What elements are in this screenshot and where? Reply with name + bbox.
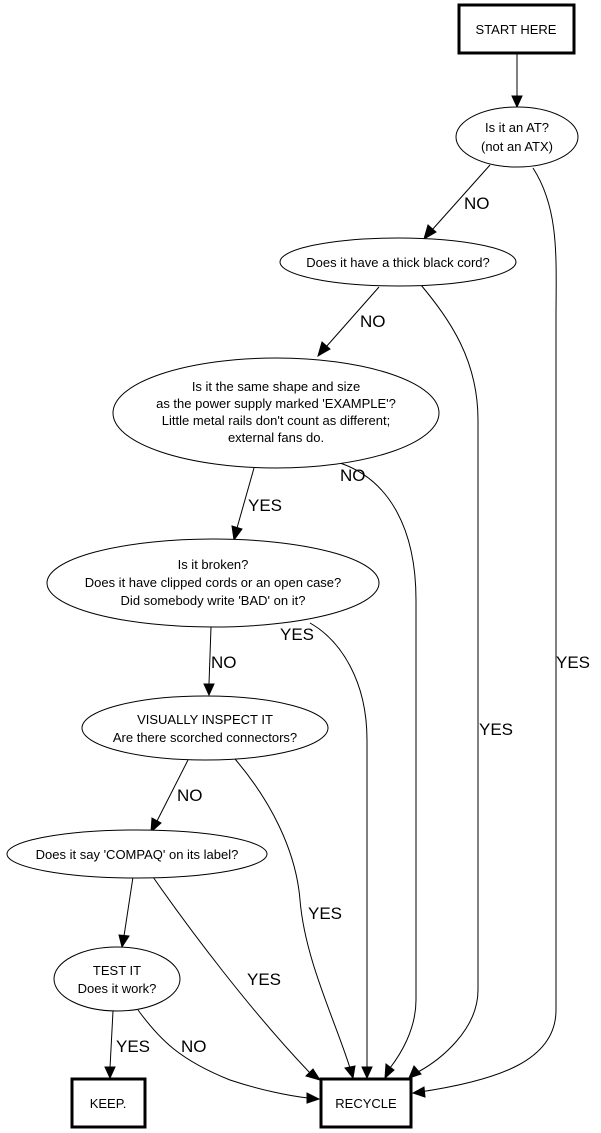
node-test-it-line-1: TEST IT bbox=[93, 963, 141, 978]
edge-test-recycle bbox=[137, 1009, 309, 1099]
edge-same-shape-recycle bbox=[339, 462, 417, 1069]
arrowhead-icon bbox=[511, 95, 523, 109]
node-same-shape-line-4: external fans do. bbox=[228, 430, 324, 445]
node-is-it-broken-line-3: Did somebody write 'BAD' on it? bbox=[121, 593, 306, 608]
node-keep-label: KEEP. bbox=[90, 1096, 127, 1111]
node-same-shape: Is it the same shape and size as the pow… bbox=[112, 357, 440, 469]
edge-broken-inspect bbox=[208, 626, 212, 685]
edges bbox=[104, 53, 557, 1104]
node-is-it-broken-line-2: Does it have clipped cords or an open ca… bbox=[85, 575, 342, 590]
arrowhead-icon bbox=[231, 525, 243, 542]
edge-broken-recycle bbox=[309, 622, 368, 1068]
edge-label-test-no: NO bbox=[181, 1037, 207, 1056]
node-recycle-label: RECYCLE bbox=[335, 1096, 397, 1111]
arrowhead-icon bbox=[118, 934, 130, 949]
arrowhead-icon bbox=[384, 1063, 395, 1080]
edge-label-same-shape-no: NO bbox=[340, 466, 366, 485]
edge-label-inspect-yes: YES bbox=[308, 904, 342, 923]
arrowhead-icon bbox=[305, 1068, 322, 1081]
edge-compaq-recycle bbox=[152, 876, 311, 1074]
node-test-it: TEST IT Does it work? bbox=[53, 946, 181, 1012]
edge-same-shape-broken bbox=[236, 467, 255, 529]
edge-label-broken-no: NO bbox=[211, 653, 237, 672]
edge-label-is-at-yes: YES bbox=[556, 653, 590, 672]
node-keep: KEEP. bbox=[70, 1077, 147, 1129]
edge-thick-cord-recycle bbox=[417, 284, 479, 1073]
arrowhead-icon bbox=[317, 341, 331, 358]
edge-label-is-at-no: NO bbox=[464, 194, 490, 213]
node-start-here: START HERE bbox=[457, 3, 576, 55]
node-same-shape-line-2: as the power supply marked 'EXAMPLE'? bbox=[156, 396, 396, 411]
node-same-shape-line-1: Is it the same shape and size bbox=[192, 379, 360, 394]
node-recycle: RECYCLE bbox=[319, 1077, 413, 1129]
node-thick-black-cord: Does it have a thick black cord? bbox=[279, 237, 517, 287]
arrowhead-icon bbox=[150, 817, 162, 834]
node-visually-inspect-line-2: Are there scorched connectors? bbox=[113, 730, 297, 745]
edge-compaq-test bbox=[123, 876, 134, 937]
edge-inspect-recycle bbox=[234, 758, 351, 1069]
arrowhead-icon bbox=[104, 1066, 116, 1080]
edge-label-same-shape-yes: YES bbox=[248, 496, 282, 515]
node-is-it-broken-line-1: Is it broken? bbox=[178, 557, 249, 572]
node-visually-inspect: VISUALLY INSPECT IT Are there scorched c… bbox=[81, 695, 329, 761]
edge-thick-cord-same-shape bbox=[325, 286, 380, 348]
edge-label-thick-cord-yes: YES bbox=[479, 720, 513, 739]
edge-labels: NO YES NO YES YES NO NO YES NO YES YES Y… bbox=[116, 194, 590, 1056]
node-is-it-an-at-line-1: Is it an AT? bbox=[485, 120, 549, 135]
edge-test-keep bbox=[109, 1010, 114, 1069]
arrowhead-icon bbox=[423, 224, 437, 241]
edge-is-at-thick-cord bbox=[431, 164, 491, 231]
nodes: START HERE Is it an AT? (not an ATX) Doe… bbox=[6, 3, 579, 1129]
node-is-it-an-at: Is it an AT? (not an ATX) bbox=[455, 106, 579, 168]
node-same-shape-line-3: Little metal rails don't count as differ… bbox=[162, 413, 390, 428]
edge-inspect-compaq bbox=[156, 759, 189, 822]
arrowhead-icon bbox=[203, 683, 215, 697]
node-compaq-label-line-1: Does it say 'COMPAQ' on its label? bbox=[36, 847, 239, 862]
edge-label-compaq-yes: YES bbox=[247, 970, 281, 989]
edge-label-inspect-no: NO bbox=[177, 786, 203, 805]
node-is-it-broken: Is it broken? Does it have clipped cords… bbox=[46, 538, 380, 628]
node-test-it-line-2: Does it work? bbox=[78, 981, 157, 996]
edge-label-thick-cord-no: NO bbox=[360, 312, 386, 331]
arrowhead-icon bbox=[411, 1086, 426, 1098]
node-thick-black-cord-line-1: Does it have a thick black cord? bbox=[306, 255, 490, 270]
edge-label-broken-yes: YES bbox=[280, 625, 314, 644]
node-visually-inspect-line-1: VISUALLY INSPECT IT bbox=[137, 712, 273, 727]
arrowhead-icon bbox=[361, 1066, 373, 1080]
edge-is-at-recycle bbox=[419, 167, 557, 1093]
node-start-here-label: START HERE bbox=[476, 22, 557, 37]
node-compaq-label: Does it say 'COMPAQ' on its label? bbox=[6, 829, 268, 879]
arrowhead-icon bbox=[344, 1065, 356, 1080]
arrowhead-icon bbox=[408, 1065, 422, 1079]
edge-label-test-yes: YES bbox=[116, 1037, 150, 1056]
node-is-it-an-at-line-2: (not an ATX) bbox=[481, 139, 553, 154]
arrowhead-icon bbox=[306, 1092, 321, 1104]
